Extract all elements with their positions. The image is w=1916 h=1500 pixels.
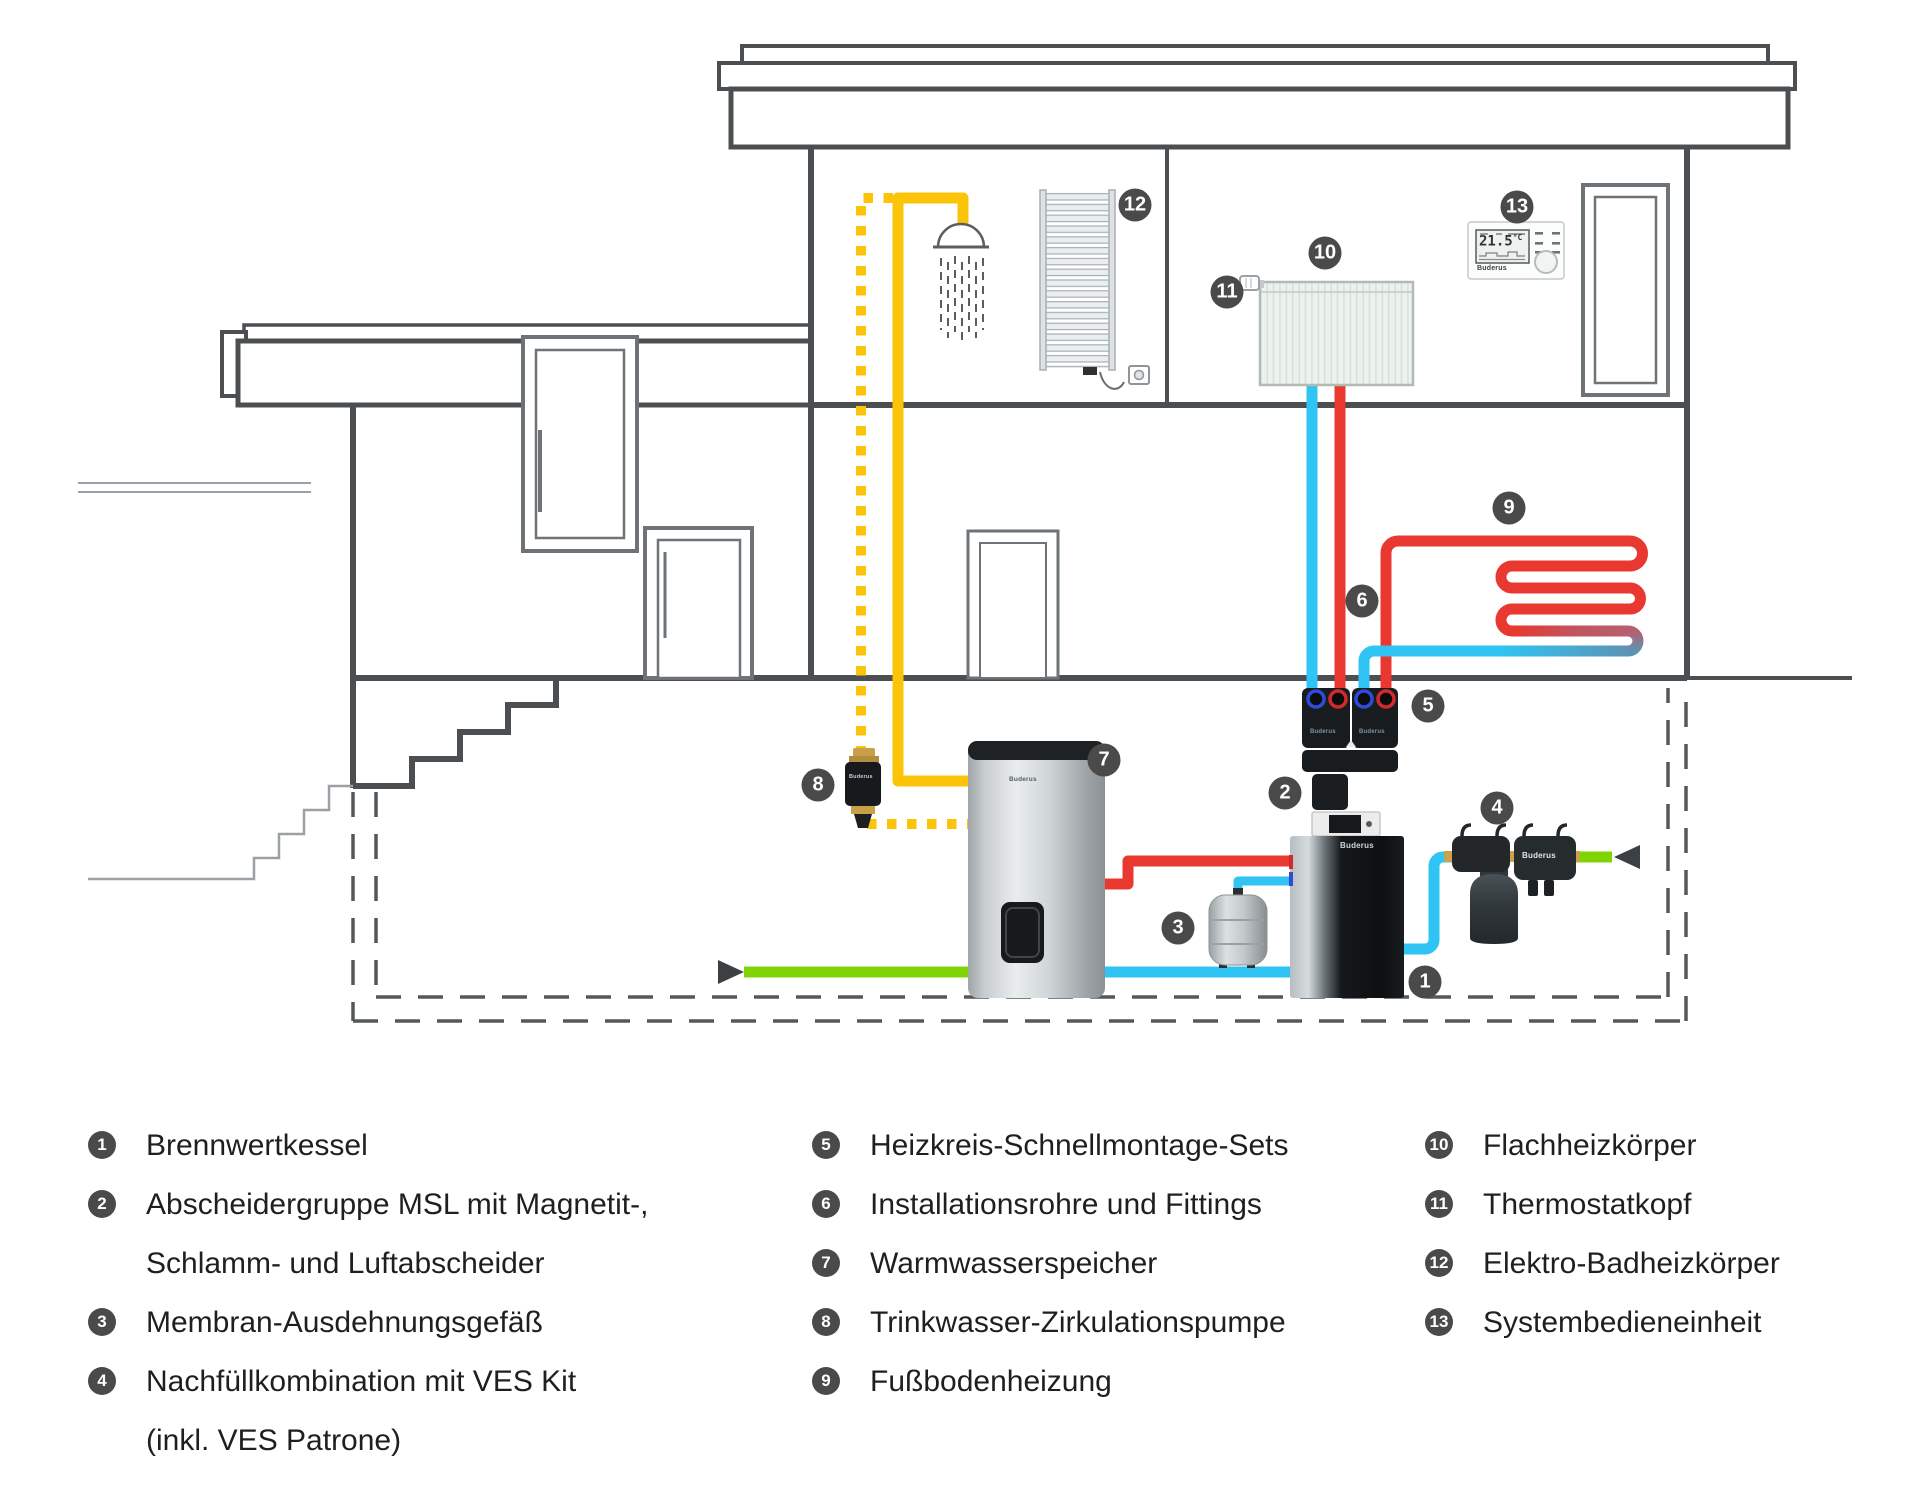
legend-label: (inkl. VES Patrone) [146,1424,402,1457]
legend-item-12: 12 Elektro-Badheizkörper [1425,1234,1780,1293]
heating-supply-pipe [1075,385,1346,890]
separator-group [1312,774,1348,810]
legend-item-5: 5 Heizkreis-Schnellmontage-Sets [812,1116,1289,1175]
legend-badge-6: 6 [812,1190,840,1218]
legend-badge-9: 9 [812,1367,840,1395]
diagram-badge-9: 9 [1492,491,1526,525]
underfloor-heating-coil [1358,535,1648,690]
diagram-badge-2: 2 [1268,776,1302,810]
legend-badge-1: 1 [88,1131,116,1159]
diagram-badge-7: 7 [1087,743,1121,777]
legend-column-1: 1 Brennwertkessel 2 Abscheidergruppe MSL… [88,1116,648,1470]
diagram-badge-12: 12 [1118,188,1152,222]
legend-badge-12: 12 [1425,1249,1453,1277]
diagram-badge-13: 13 [1500,190,1534,224]
towel-radiator [1039,189,1150,390]
legend-badge-8: 8 [812,1308,840,1336]
diagram-badge-1: 1 [1408,965,1442,999]
diagram-badge-6: 6 [1345,584,1379,618]
legend-item-9: 9 Fußbodenheizung [812,1352,1289,1411]
legend-badge-7: 7 [812,1249,840,1277]
legend-label: Brennwertkessel [146,1129,368,1162]
legend-label: Heizkreis-Schnellmontage-Sets [870,1129,1289,1162]
legend-item-11: 11 Thermostatkopf [1425,1175,1780,1234]
legend-item-13: 13 Systembedieneinheit [1425,1293,1780,1352]
legend-label: Nachfüllkombination mit VES Kit [146,1365,577,1398]
legend-item-1: 1 Brennwertkessel [88,1116,648,1175]
shower-icon [933,222,989,340]
manifold-brand-left: Buderus [1310,729,1336,735]
legend-badge-10: 10 [1425,1131,1453,1159]
legend-item-6: 6 Installationsrohre und Fittings [812,1175,1289,1234]
legend-label: Elektro-Badheizkörper [1483,1247,1780,1280]
interior-door [966,529,1060,680]
legend-label: Membran-Ausdehnungsgefäß [146,1306,543,1339]
hot-water-tank [968,741,1105,998]
legend-item-10: 10 Flachheizkörper [1425,1116,1780,1175]
window-right [1581,183,1670,397]
diagram-badge-11: 11 [1210,275,1244,309]
window-left [521,335,639,553]
legend-label: Thermostatkopf [1483,1188,1692,1221]
manifold-brand-right: Buderus [1359,729,1385,735]
legend-item-7: 7 Warmwasserspeicher [812,1234,1289,1293]
supply-arrow-right-icon [718,960,744,984]
legend-badge-11: 11 [1425,1190,1453,1218]
diagram-badge-3: 3 [1161,911,1195,945]
boiler [1289,811,1404,998]
diagram-badge-4: 4 [1480,791,1514,825]
pump-brand: Buderus [849,774,873,780]
supply-arrow-left-icon [1614,845,1640,869]
legend-label: Warmwasserspeicher [870,1247,1158,1280]
legend-label: Fußbodenheizung [870,1365,1112,1398]
circulation-pump [845,748,881,828]
legend-item-4: 4 Nachfüllkombination mit VES Kit [88,1352,648,1411]
legend-item-8: 8 Trinkwasser-Zirkulationspumpe [812,1293,1289,1352]
thermostat-head [1239,275,1264,291]
filter-brand: Buderus [1522,851,1556,860]
diagram-badge-10: 10 [1308,236,1342,270]
legend-item-2-cont: Schlamm- und Luftabscheider [88,1234,648,1293]
legend-column-3: 10 Flachheizkörper 11 Thermostatkopf 12 … [1425,1116,1780,1352]
legend-label: Installationsrohre und Fittings [870,1188,1262,1221]
circulation-pipe-dotted [856,193,968,829]
legend-item-4-cont: (inkl. VES Patrone) [88,1411,648,1470]
legend-badge-4: 4 [88,1367,116,1395]
legend-label: Flachheizkörper [1483,1129,1697,1162]
legend-label: Trinkwasser-Zirkulationspumpe [870,1306,1286,1339]
roof-upper [717,44,1797,150]
tank-brand: Buderus [1009,776,1037,783]
legend-label: Abscheidergruppe MSL mit Magnetit-, [146,1188,649,1221]
legend-badge-5: 5 [812,1131,840,1159]
legend-badge-2: 2 [88,1190,116,1218]
roof-lower [220,323,814,408]
legend-column-2: 5 Heizkreis-Schnellmontage-Sets 6 Instal… [812,1116,1289,1411]
terrace-lines [78,482,311,493]
stairs [88,675,649,881]
legend-item-2: 2 Abscheidergruppe MSL mit Magnetit-, [88,1175,648,1234]
fresh-water-pipe-right [1576,845,1640,869]
legend-badge-13: 13 [1425,1308,1453,1336]
boiler-brand: Buderus [1340,841,1374,850]
legend-item-3: 3 Membran-Ausdehnungsgefäß [88,1293,648,1352]
diagram-badge-8: 8 [801,768,835,802]
control-unit-temperature: 21.5°C [1479,233,1523,250]
refill-combination [1444,823,1580,944]
entry-door [643,526,754,680]
diagram-badge-5: 5 [1411,689,1445,723]
expansion-vessel [1208,888,1268,968]
legend-label: Schlamm- und Luftabscheider [146,1247,545,1280]
control-unit-brand: Buderus [1477,265,1507,272]
manifold-sets [1302,688,1398,772]
heating-return-pipe [1075,385,1459,978]
legend-label: Systembedieneinheit [1483,1306,1762,1339]
hot-water-pipe [892,192,970,787]
fresh-water-pipe-left [718,960,968,984]
control-unit [1467,221,1565,280]
panel-radiator [1258,280,1415,387]
legend-badge-3: 3 [88,1308,116,1336]
